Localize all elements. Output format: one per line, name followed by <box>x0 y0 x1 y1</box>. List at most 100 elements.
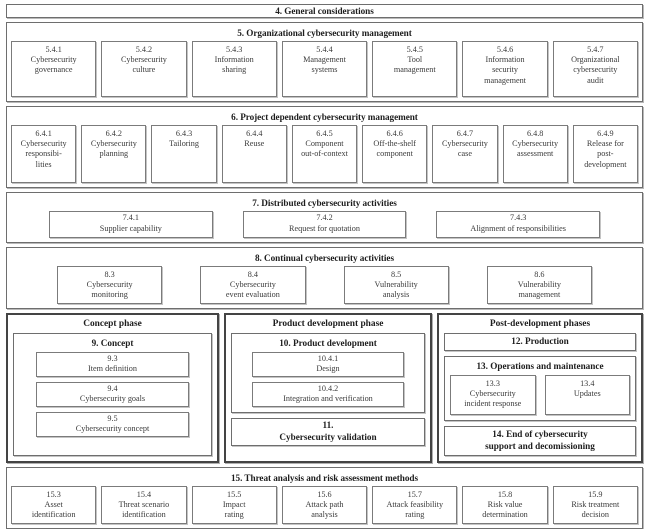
node-5-4-3[interactable]: 5.4.3 Information sharing <box>191 41 277 97</box>
node-number: 15.5 <box>227 490 242 499</box>
section-organizational-cybersecurity-management: 5. Organizational cybersecurity manageme… <box>6 22 643 102</box>
node-number: 6.4.4 <box>246 129 263 138</box>
node-label: Risk treatment decision <box>571 500 620 520</box>
node-10-4-2[interactable]: 10.4.2 Integration and verification <box>252 382 404 407</box>
node-7-4-2[interactable]: 7.4.2 Request for quotation <box>242 211 407 238</box>
node-number: 6.4.7 <box>456 129 474 138</box>
node-number: 5.4.4 <box>316 45 333 54</box>
node-number: 6.4.3 <box>175 129 193 138</box>
node-label: Vulnerability management <box>517 280 561 300</box>
node-label: Cybersecurity governance <box>30 55 77 75</box>
node-14-end-of-cybersecurity-support[interactable]: 14. End of cybersecurity support and dec… <box>444 426 636 456</box>
node-7-4-3[interactable]: 7.4.3 Alignment of responsibilities <box>436 211 601 238</box>
node-5-4-4[interactable]: 5.4.4 Management systems <box>281 41 368 97</box>
node-7-4-1[interactable]: 7.4.1 Supplier capability <box>49 211 213 238</box>
node-8-3[interactable]: 8.3 Cybersecurity monitoring <box>57 266 163 304</box>
phase-title: Post-development phases <box>489 319 591 329</box>
node-15-7[interactable]: 15.7 Attack feasibility rating <box>372 486 458 524</box>
node-15-5[interactable]: 15.5 Impact rating <box>191 486 277 524</box>
node-label: Attack path analysis <box>305 500 344 520</box>
node-number: 9.5 <box>107 413 118 423</box>
node-8-6[interactable]: 8.6 Vulnerability management <box>486 266 592 304</box>
node-label: Attack feasibility rating <box>386 500 444 520</box>
operations-maintenance-group: 13. Operations and maintenance 13.3 Cybe… <box>444 356 636 421</box>
node-number: 5.4.6 <box>496 45 514 54</box>
node-number: 9.3 <box>107 353 118 363</box>
section-general-considerations: 4. General considerations <box>6 4 643 18</box>
node-number: 7.4.2 <box>316 213 333 223</box>
node-13-3[interactable]: 13.3 Cybersecurity incident response <box>450 375 536 415</box>
node-13-4[interactable]: 13.4 Updates <box>544 375 630 415</box>
phase-post-development: Post-development phases 12. Production 1… <box>437 313 643 463</box>
node-label: Impact rating <box>222 500 246 520</box>
node-number: 8.5 <box>391 270 402 279</box>
section-title: 6. Project dependent cybersecurity manag… <box>231 112 418 122</box>
node-9-3[interactable]: 9.3 Item definition <box>36 352 189 377</box>
node-10-4-1[interactable]: 10.4.1 Design <box>252 352 404 377</box>
node-label: Cybersecurity goals <box>79 394 146 403</box>
node-label: Tool management <box>393 55 436 75</box>
node-number: 15.7 <box>407 490 422 499</box>
node-8-4[interactable]: 8.4 Cybersecurity event evaluation <box>200 266 306 304</box>
node-number: 9.4 <box>107 383 118 393</box>
node-5-4-7[interactable]: 5.4.7 Organizational cybersecurity audit <box>552 41 638 97</box>
node-6-4-7[interactable]: 6.4.7 Cybersecurity case <box>432 125 498 183</box>
phase-title: Product development phase <box>272 319 384 329</box>
node-number: 7.4.3 <box>509 213 527 223</box>
node-6-4-9[interactable]: 6.4.9 Release for post- development <box>572 125 638 183</box>
node-label: Request for quotation <box>289 223 360 233</box>
node-number: 10.4.1 <box>317 353 339 363</box>
node-label: Threat scenario identification <box>118 500 170 520</box>
box-row: 5.4.1 Cybersecurity governance 5.4.2 Cyb… <box>11 41 638 97</box>
box-row: 15.3 Asset identification 15.4 Threat sc… <box>11 486 638 524</box>
node-label: Release for post- development <box>584 139 627 169</box>
node-8-5[interactable]: 8.5 Vulnerability analysis <box>343 266 449 304</box>
node-label: Vulnerability analysis <box>374 280 418 300</box>
node-label: Item definition <box>88 364 137 373</box>
node-label: Cybersecurity validation <box>279 431 377 442</box>
section-title: 4. General considerations <box>275 6 374 16</box>
section-distributed-cybersecurity-activities: 7. Distributed cybersecurity activities … <box>6 192 643 243</box>
node-5-4-2[interactable]: 5.4.2 Cybersecurity culture <box>101 41 187 97</box>
phase-title: Concept phase <box>83 319 142 329</box>
node-label: Cybersecurity concept <box>75 424 150 433</box>
phase-product-development: Product development phase 10. Product de… <box>224 313 432 463</box>
node-6-4-2[interactable]: 6.4.2 Cybersecurity planning <box>81 125 147 183</box>
node-label: support and decomissioning <box>485 440 595 451</box>
node-6-4-5[interactable]: 6.4.5 Component out-of-context <box>291 125 358 183</box>
phases-row: Concept phase 9. Concept 9.3 Item defini… <box>6 313 643 463</box>
node-6-4-6[interactable]: 6.4.6 Off-the-shelf component <box>362 125 428 183</box>
section-title: 7. Distributed cybersecurity activities <box>252 198 397 208</box>
node-number: 6.4.1 <box>35 129 52 138</box>
node-15-8[interactable]: 15.8 Risk value determination <box>462 486 548 524</box>
box-row: 6.4.1 Cybersecurity responsibi- lities 6… <box>11 125 638 183</box>
node-12-production[interactable]: 12. Production <box>444 333 636 351</box>
node-label: Reuse <box>244 139 265 149</box>
node-6-4-1[interactable]: 6.4.1 Cybersecurity responsibi- lities <box>11 125 77 183</box>
node-15-3[interactable]: 15.3 Asset identification <box>11 486 97 524</box>
group-title: 9. Concept <box>91 338 134 348</box>
node-9-4[interactable]: 9.4 Cybersecurity goals <box>36 382 189 407</box>
node-5-4-1[interactable]: 5.4.1 Cybersecurity governance <box>11 41 97 97</box>
node-6-4-8[interactable]: 6.4.8 Cybersecurity assessment <box>502 125 568 183</box>
node-label: Tailoring <box>169 139 199 149</box>
node-11-cybersecurity-validation[interactable]: 11. Cybersecurity validation <box>231 418 425 446</box>
node-5-4-6[interactable]: 5.4.6 Information security management <box>462 41 548 97</box>
node-15-6[interactable]: 15.6 Attack path analysis <box>281 486 368 524</box>
node-5-4-5[interactable]: 5.4.5 Tool management <box>372 41 458 97</box>
node-number: 5.4.5 <box>406 45 423 54</box>
node-15-4[interactable]: 15.4 Threat scenario identification <box>101 486 187 524</box>
node-label: Risk value determination <box>482 500 528 520</box>
node-label: Cybersecurity monitoring <box>86 280 133 300</box>
node-number: 13.4 <box>580 379 595 388</box>
node-number: 5.4.7 <box>587 45 604 54</box>
node-number: 7.4.1 <box>122 213 140 223</box>
node-15-9[interactable]: 15.9 Risk treatment decision <box>552 486 638 524</box>
node-9-5[interactable]: 9.5 Cybersecurity concept <box>36 412 189 437</box>
node-6-4-3[interactable]: 6.4.3 Tailoring <box>151 125 217 183</box>
node-label: Design <box>316 364 340 373</box>
node-6-4-4[interactable]: 6.4.4 Reuse <box>221 125 287 183</box>
node-number: 10.4.2 <box>317 383 339 393</box>
section-title: 15. Threat analysis and risk assessment … <box>231 473 418 483</box>
